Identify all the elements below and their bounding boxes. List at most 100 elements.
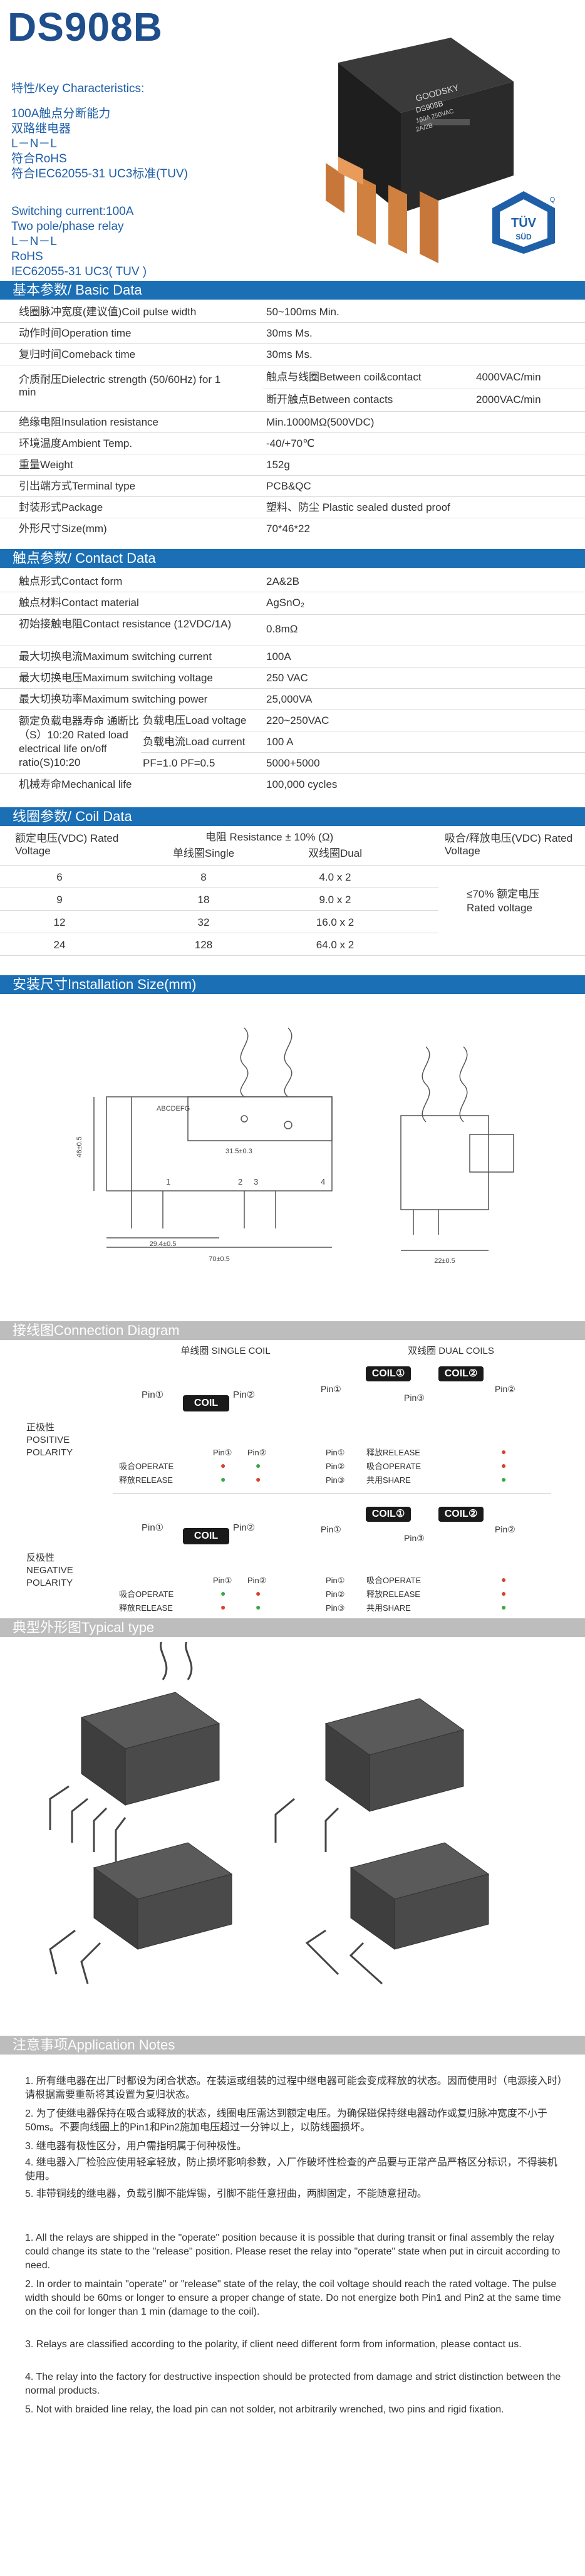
coil-voltage: 24 <box>53 939 66 951</box>
note-en: 1. All the relays are shipped in the "op… <box>25 2233 561 2271</box>
section-coil-data: 线圈参数/ Coil Data <box>0 807 585 826</box>
coil-voltage: 12 <box>53 916 66 928</box>
contact-sub-value: 220~250VAC <box>266 715 329 726</box>
minus-icon: ● <box>256 1588 261 1598</box>
dual-coil-title: 双线圈 DUAL COILS <box>408 1346 494 1356</box>
coil-header-voltage: 额定电压(VDC) Rated Voltage <box>15 832 119 857</box>
minus-icon: ● <box>220 1602 226 1612</box>
contact-value: 2A&2B <box>266 575 299 587</box>
tuv-logo-bottom: SÜD <box>515 232 532 241</box>
coil-symbol: COIL <box>183 1528 229 1544</box>
dimension-label-offset: 31.5±0.3 <box>225 1148 252 1155</box>
share-label: 共用SHARE <box>366 1475 411 1485</box>
section-basic-data: 基本参数/ Basic Data <box>0 281 585 300</box>
contact-sub-label: PF=1.0 PF=0.5 <box>143 757 215 769</box>
tuv-logo-corner: Q <box>550 196 556 204</box>
basic-label: 线圈脉冲宽度(建议值)Coil pulse width <box>19 306 197 318</box>
operate-label: 吸合OPERATE <box>366 1462 422 1471</box>
basic-sub-label: 触点与线圈Between coil&contact <box>266 371 422 383</box>
pin2-col: Pin② <box>247 1448 267 1457</box>
contact-label: 最大切换电压Maximum switching voltage <box>19 672 213 684</box>
operate-label: 吸合OPERATE <box>119 1589 174 1599</box>
basic-value: PCB&QC <box>266 480 311 492</box>
pin1-col: Pin① <box>213 1448 232 1457</box>
basic-value: 30ms Ms. <box>266 348 313 360</box>
note-en: 4. The relay into the factory for destru… <box>25 2372 561 2396</box>
relay-product-image: GOODSKY DS908B 100A 250VAC 2A/2B <box>326 38 514 263</box>
section-contact-data: 触点参数/ Contact Data <box>0 549 585 568</box>
feature-heading: 特性/Key Characteristics: <box>11 82 145 95</box>
feature-item: 100A触点分断能力 <box>11 107 111 120</box>
coil-voltage: 9 <box>56 894 63 906</box>
coil-single: 128 <box>194 939 213 951</box>
pin3-row: Pin③ <box>326 1475 345 1485</box>
pin3-label: Pin③ <box>404 1393 425 1403</box>
pin2-row: Pin② <box>326 1589 345 1599</box>
coil-voltage: 6 <box>56 871 63 883</box>
contact-label: 最大切换电流Maximum switching current <box>19 651 212 662</box>
pin-label-2: 2 <box>238 1177 242 1186</box>
basic-value: -40/+70℃ <box>266 437 315 449</box>
contact-sub-label: 负载电流Load current <box>143 736 246 748</box>
coil-single: 8 <box>200 871 207 883</box>
section-typical-type: 典型外形图Typical type <box>0 1618 585 1637</box>
note-cn: 5. 非带铜线的继电器，负载引脚不能焊锡，引脚不能任意扭曲，两脚固定，不能随意扭… <box>25 2189 427 2199</box>
coil-dual: 64.0 x 2 <box>316 939 355 951</box>
basic-label: 介质耐压Dielectric strength (50/60Hz) for 1 … <box>19 374 221 398</box>
basic-value: 152g <box>266 459 290 471</box>
pin2-label: Pin② <box>233 1390 256 1400</box>
coil-symbol: COIL <box>183 1395 229 1411</box>
feature-item: 符合RoHS <box>11 152 67 165</box>
share-label: 共用SHARE <box>366 1603 411 1613</box>
section-connection-diagram: 接线图Connection Diagram <box>0 1321 585 1340</box>
release-label: 释放RELEASE <box>119 1603 173 1613</box>
coil2-symbol: COIL② <box>438 1366 484 1381</box>
operate-label: 吸合OPERATE <box>119 1462 174 1471</box>
feature-item: L－N－L <box>11 137 57 150</box>
pin-label-4: 4 <box>321 1177 325 1186</box>
contact-value: 100,000 cycles <box>266 778 338 790</box>
contact-value: AgSnO₂ <box>266 597 305 609</box>
release-label: 释放RELEASE <box>366 1589 420 1599</box>
coil-dual: 16.0 x 2 <box>316 916 355 928</box>
feature-item: L－N－L <box>11 235 57 248</box>
dimension-label-length: 70±0.5 <box>209 1255 230 1263</box>
feature-item: 符合IEC62055-31 UC3标准(TUV) <box>11 167 188 181</box>
tuv-logo-top: TÜV <box>511 216 537 230</box>
coil-header-resistance: 电阻 Resistance ± 10% (Ω) <box>205 831 334 843</box>
minus-icon: ● <box>256 1474 261 1484</box>
note-en: 3. Relays are classified according to th… <box>25 2339 522 2350</box>
minus-icon: ● <box>501 1460 507 1470</box>
note-cn: 2. 为了使继电器保持在吸合或释放的状态，线圈电压需达到额定电压。为确保磁保持继… <box>25 2108 547 2133</box>
minus-icon: ● <box>501 1588 507 1598</box>
plus-icon: ● <box>501 1474 507 1484</box>
note-cn: 3. 继电器有极性区分，用户需指明属于何种极性。 <box>25 2141 247 2152</box>
coil-header-release: 吸合/释放电压(VDC) Rated Voltage <box>445 832 573 857</box>
contact-value: 100A <box>266 651 291 662</box>
note-en: 5. Not with braided line relay, the load… <box>25 2404 504 2415</box>
dimension-label-code: ABCDEFG <box>157 1105 190 1113</box>
basic-label: 封装形式Package <box>19 501 103 513</box>
pin2-label: Pin② <box>495 1524 515 1534</box>
pin1-row: Pin① <box>326 1576 345 1585</box>
contact-label: 触点材料Contact material <box>19 597 139 609</box>
coil2-symbol: COIL② <box>438 1507 484 1522</box>
coil-release-value: ≤70% 额定电压 Rated voltage <box>467 888 540 914</box>
section-installation-size: 安装尺寸Installation Size(mm) <box>0 975 585 994</box>
feature-item: 双路继电器 <box>11 122 71 135</box>
installation-drawing: ABCDEFG 70±0.5 46±0.5 22±0.5 29.4±0.5 31… <box>76 1027 514 1265</box>
coil-single: 18 <box>197 894 210 906</box>
basic-value: 30ms Ms. <box>266 327 313 339</box>
contact-value: 25,000VA <box>266 693 313 705</box>
contact-sub-value: 5000+5000 <box>266 757 320 769</box>
pin1-label: Pin① <box>321 1524 341 1534</box>
pin2-row: Pin② <box>326 1462 345 1471</box>
release-label: 释放RELEASE <box>366 1448 420 1457</box>
pin-label-1: 1 <box>166 1177 170 1186</box>
pin1-label: Pin① <box>321 1384 341 1394</box>
pin-label-3: 3 <box>254 1177 258 1186</box>
dimension-label-pitch: 29.4±0.5 <box>150 1240 177 1248</box>
coil-dual: 9.0 x 2 <box>319 894 351 906</box>
basic-sub-value: 2000VAC/min <box>476 394 541 406</box>
contact-value: 250 VAC <box>266 672 308 684</box>
